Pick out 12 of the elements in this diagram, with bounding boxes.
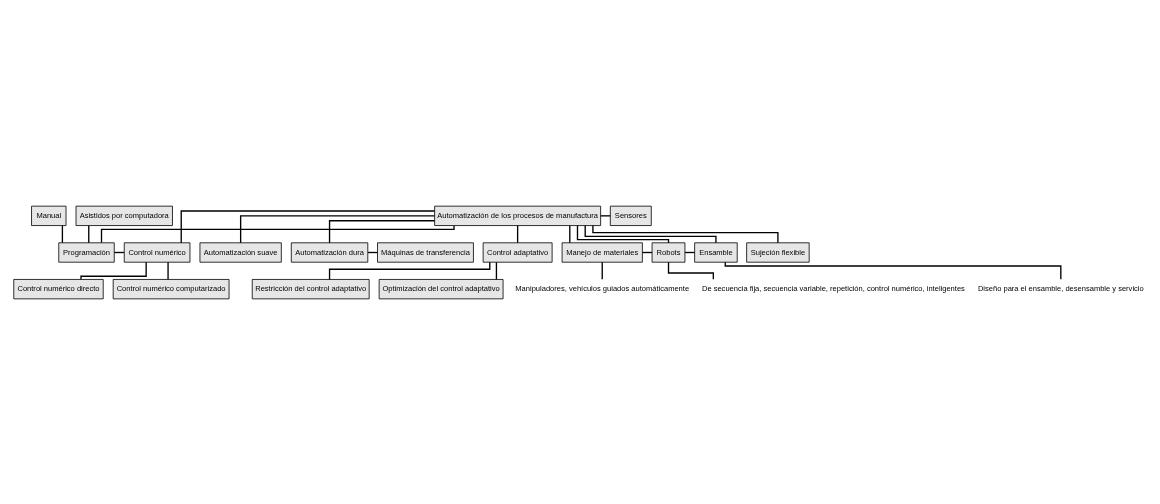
connector: [180, 209, 436, 243]
connector: [600, 214, 611, 217]
connector: [328, 261, 491, 280]
connector: [667, 261, 714, 280]
connector: [592, 224, 779, 243]
connector: [239, 214, 436, 243]
connector: [100, 224, 455, 243]
connector: [328, 219, 436, 243]
connector: [167, 261, 169, 280]
connector: [584, 224, 717, 243]
connector: [80, 261, 147, 280]
connector: [576, 224, 670, 243]
